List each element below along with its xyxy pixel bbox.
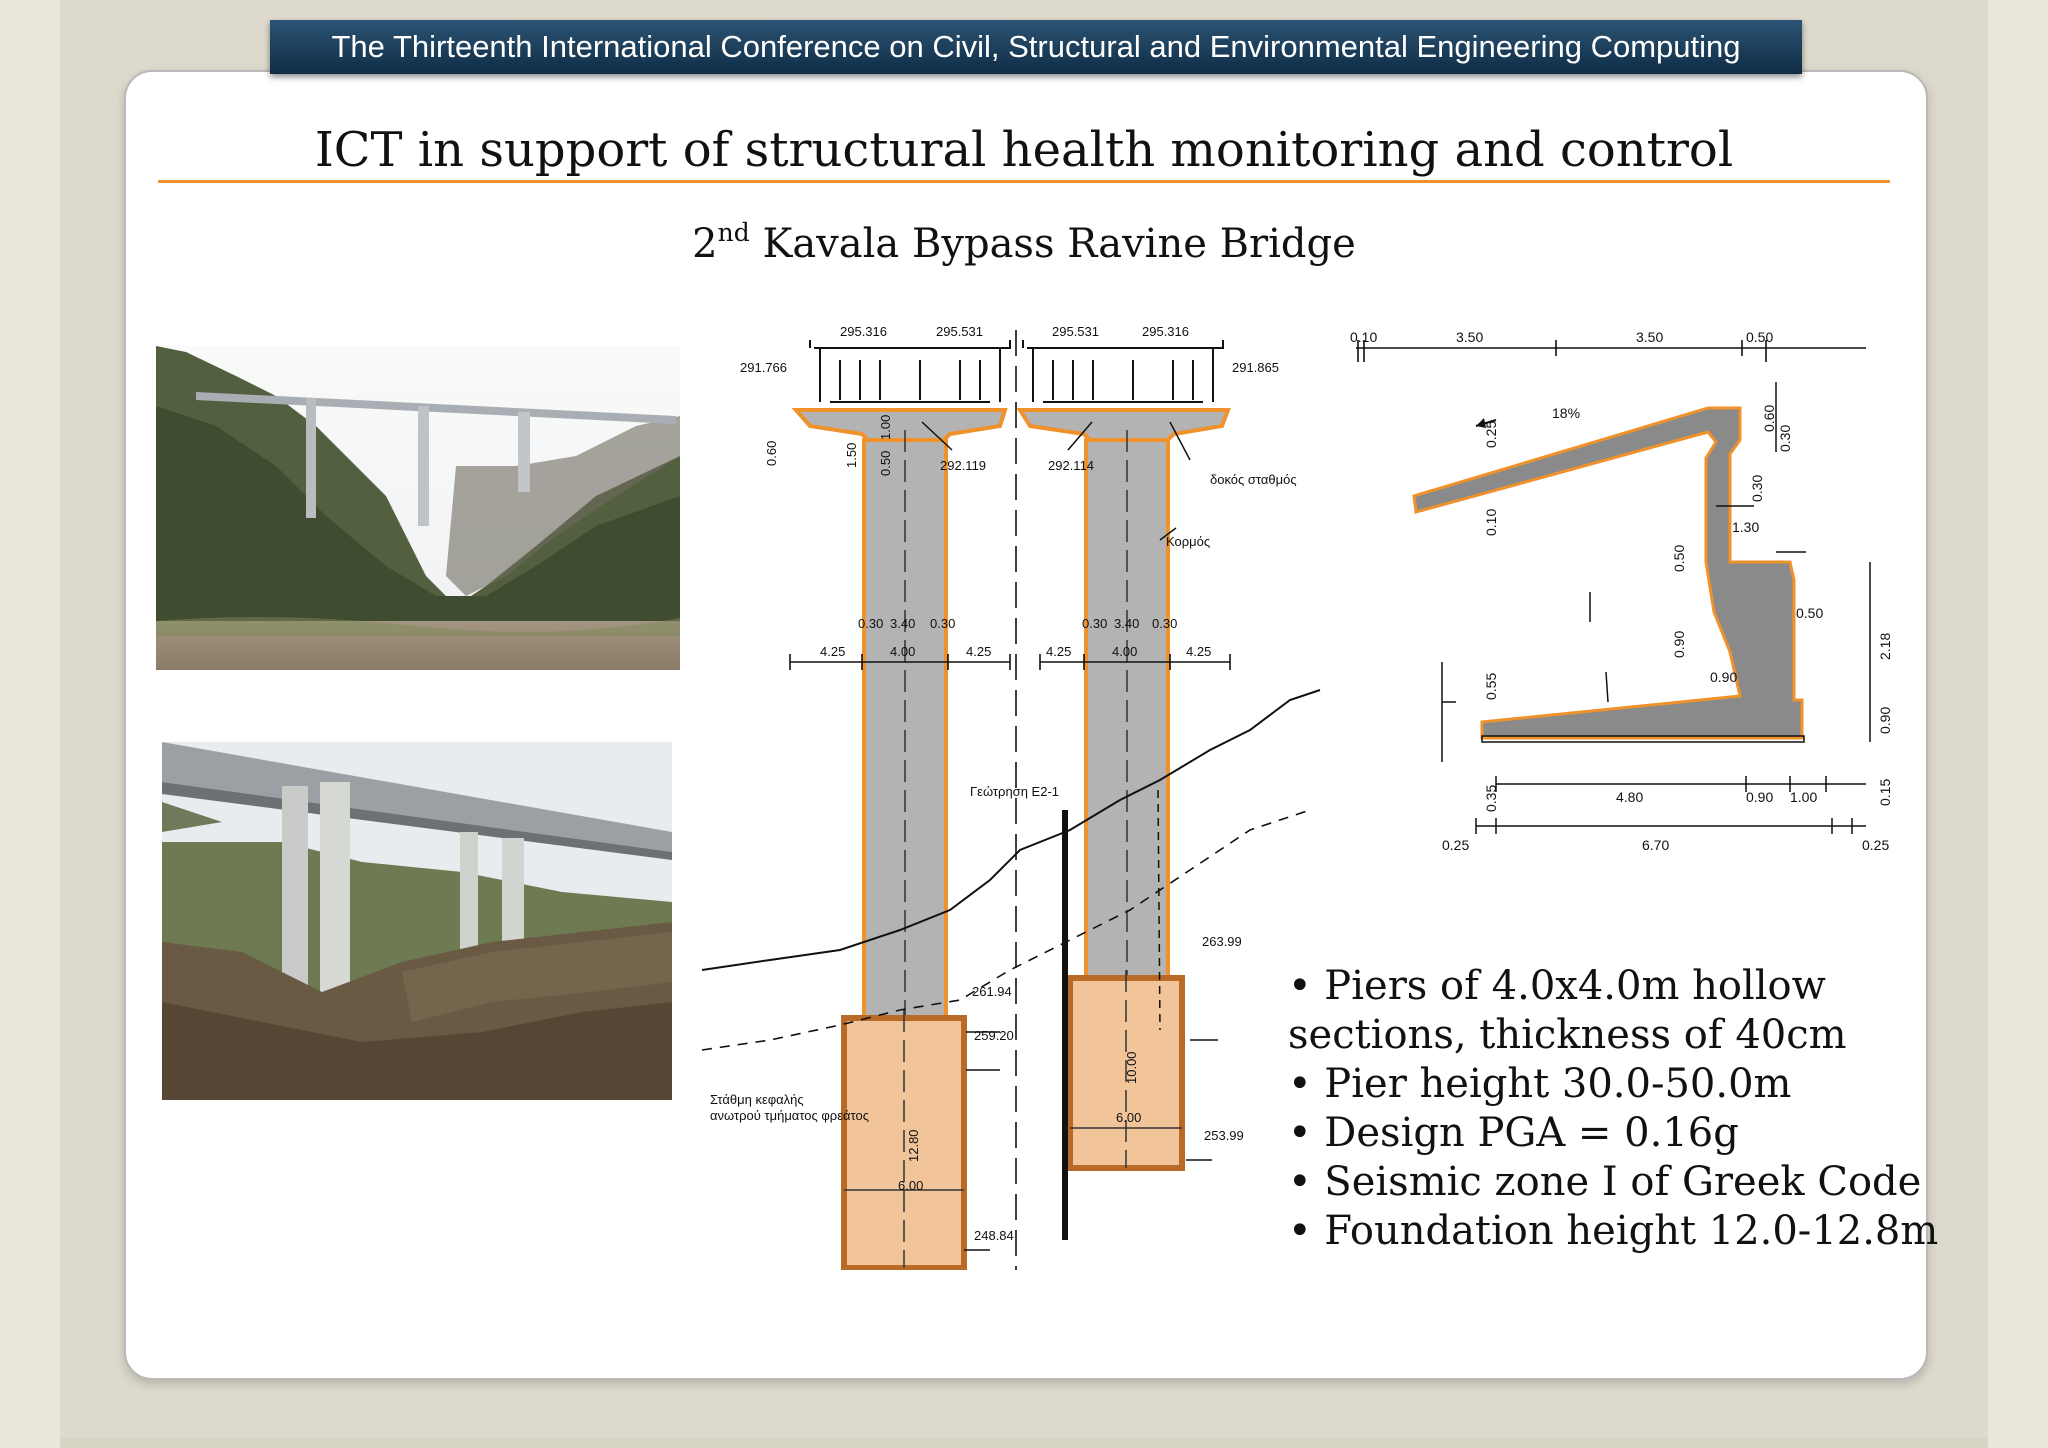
dim-label: 4.00 — [1112, 644, 1137, 659]
conference-banner: The Thirteenth International Conference … — [270, 20, 1802, 74]
annotation-label: δοκός σταθμός — [1210, 472, 1297, 487]
dim-label: 0.30 — [1777, 425, 1793, 452]
dim-label: 0.35 — [1483, 785, 1499, 812]
level-label: 248.84 — [974, 1228, 1014, 1243]
bullet-list: • Piers of 4.0x4.0m hollow sections, thi… — [1288, 962, 1939, 1256]
dim-label: 0.50 — [1671, 545, 1687, 572]
bridge-valley-photo — [156, 346, 680, 670]
bottom-strip — [60, 1438, 1988, 1448]
dim-label: 4.25 — [1046, 644, 1071, 659]
level-label: 261.94 — [972, 984, 1012, 999]
bullet-item: • Pier height 30.0-50.0m — [1288, 1061, 1792, 1107]
dim-label: 0.25 — [1483, 421, 1499, 448]
dim-label: 0.90 — [1746, 789, 1773, 805]
subtitle-text: Kavala Bypass Ravine Bridge — [762, 221, 1356, 267]
dim-label: 1.30 — [1732, 519, 1759, 535]
annotation-label: Κορμός — [1166, 534, 1210, 549]
level-label: 263.99 — [1202, 934, 1242, 949]
dim-label: 0.55 — [1483, 673, 1499, 700]
level-label: 291.865 — [1232, 360, 1279, 375]
dim-label: 0.50 — [878, 451, 893, 476]
dim-label: 2.18 — [1877, 633, 1893, 660]
left-margin — [0, 0, 60, 1448]
level-label: 295.316 — [1142, 324, 1189, 339]
dim-label: 0.90 — [1710, 669, 1737, 685]
dim-label: 0.30 — [1082, 616, 1107, 631]
dim-label: 1.50 — [844, 443, 859, 468]
bullet-item: • Foundation height 12.0-12.8m — [1288, 1208, 1939, 1254]
dim-label: 6.70 — [1642, 837, 1669, 853]
level-label: 295.531 — [936, 324, 983, 339]
slope-label: 18% — [1552, 405, 1580, 421]
level-label: 291.766 — [740, 360, 787, 375]
dim-label: 1.00 — [878, 415, 893, 440]
dim-label: 0.50 — [1796, 605, 1823, 621]
dim-label: 10.00 — [1124, 1051, 1139, 1084]
dim-label: 4.25 — [1186, 644, 1211, 659]
dim-label: 0.10 — [1350, 329, 1377, 345]
dim-label: 4.25 — [820, 644, 845, 659]
bridge-underside-photo — [162, 742, 672, 1100]
dim-label: 4.00 — [890, 644, 915, 659]
dim-label: 1.00 — [1790, 789, 1817, 805]
bullet-item: • Seismic zone I of Greek Code — [1288, 1159, 1922, 1205]
subtitle-ordinal: 2 — [692, 221, 718, 267]
dim-label: 4.25 — [966, 644, 991, 659]
dim-label: 6.00 — [898, 1178, 923, 1193]
level-label: 295.316 — [840, 324, 887, 339]
dim-label: 12.80 — [906, 1129, 921, 1162]
dim-label: 0.25 — [1442, 837, 1469, 853]
dim-label: 0.30 — [1749, 475, 1765, 502]
subtitle-suffix: nd — [717, 218, 750, 247]
level-label: 292.119 — [940, 458, 986, 473]
deck-cross-section-drawing: 0.10 3.50 3.50 0.50 18% 1.30 0.50 0.90 4… — [1350, 329, 1893, 853]
title-divider — [158, 180, 1890, 183]
dim-label: 0.90 — [1877, 707, 1893, 734]
level-label: 292.114 — [1048, 458, 1094, 473]
dim-label: 3.40 — [890, 616, 915, 631]
level-label: 259.20 — [974, 1028, 1014, 1043]
annotation-label: Γεώτρηση Ε2-1 — [970, 784, 1059, 799]
dim-label: 0.30 — [930, 616, 955, 631]
right-margin — [1988, 0, 2048, 1448]
bullet-item-continuation: sections, thickness of 40cm — [1288, 1012, 1847, 1058]
dim-label: 0.50 — [1746, 329, 1773, 345]
dim-label: 0.60 — [764, 441, 779, 466]
bullet-item: • Piers of 4.0x4.0m hollow — [1288, 963, 1826, 1009]
dim-label: 0.25 — [1862, 837, 1889, 853]
pier-elevation-drawing: 295.316 295.531 295.531 295.316 291.766 … — [701, 324, 1321, 1270]
dim-label: 3.50 — [1636, 329, 1663, 345]
level-label: 295.531 — [1052, 324, 1099, 339]
dim-label: 6.00 — [1116, 1110, 1141, 1125]
slide-subtitle: 2nd Kavala Bypass Ravine Bridge — [0, 218, 2048, 267]
dim-label: 4.80 — [1616, 789, 1643, 805]
dim-label: 0.90 — [1671, 631, 1687, 658]
bullet-item: • Design PGA = 0.16g — [1288, 1110, 1739, 1156]
annotation-label: Στάθμη κεφαλής — [710, 1092, 804, 1107]
level-label: 253.99 — [1204, 1128, 1244, 1143]
annotation-label: ανωτρού τμήματος φρεάτος — [710, 1108, 869, 1123]
dim-label: 3.40 — [1114, 616, 1139, 631]
dim-label: 0.60 — [1761, 405, 1777, 432]
dim-label: 0.15 — [1877, 779, 1893, 806]
dim-label: 0.30 — [1152, 616, 1177, 631]
dim-label: 0.10 — [1483, 509, 1499, 536]
slide-title: ICT in support of structural health moni… — [314, 122, 1734, 178]
dim-label: 3.50 — [1456, 329, 1483, 345]
dim-label: 0.30 — [858, 616, 883, 631]
